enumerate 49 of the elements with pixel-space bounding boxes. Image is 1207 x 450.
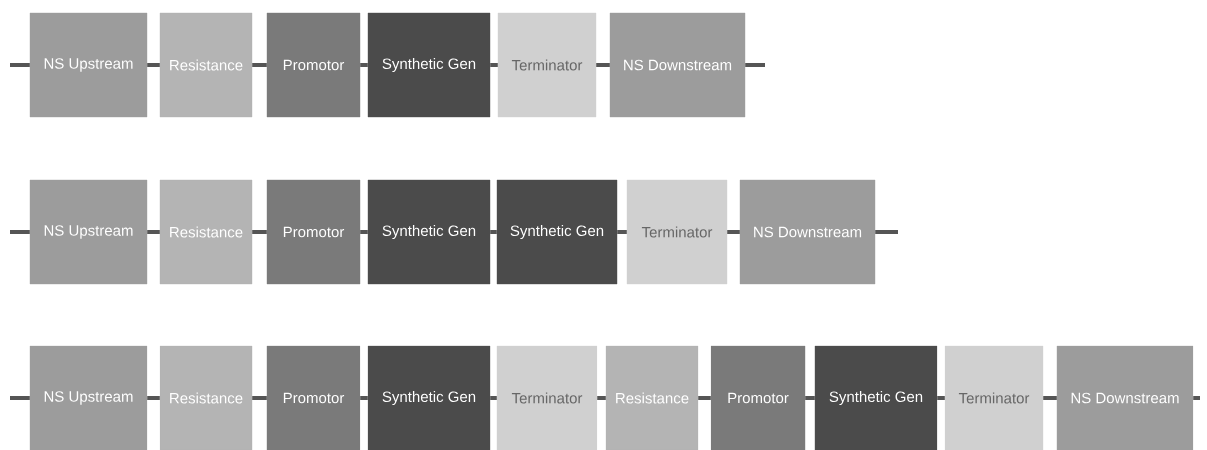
segment-box: Synthetic Gen <box>367 12 491 118</box>
connector-line <box>490 63 498 67</box>
connector-line <box>360 63 368 67</box>
connector-line <box>360 396 368 400</box>
segment-box: Synthetic Gen <box>496 179 618 285</box>
connector-line <box>727 230 740 234</box>
connector-line <box>360 230 368 234</box>
connector-line <box>490 396 497 400</box>
connector-line <box>10 63 30 67</box>
segment-box: Resistance <box>605 345 699 450</box>
connector-line <box>596 63 610 67</box>
connector-line <box>1193 396 1200 400</box>
connector-line <box>147 230 160 234</box>
connector-line <box>252 396 267 400</box>
segment-box: Promotor <box>266 179 361 285</box>
segment-box: Terminator <box>626 179 728 285</box>
connector-line <box>745 63 765 67</box>
connector-line <box>875 230 898 234</box>
connector-line <box>147 63 160 67</box>
segment-box: Resistance <box>159 12 253 118</box>
connector-line <box>252 230 267 234</box>
connector-line <box>597 396 606 400</box>
segment-box: Terminator <box>497 12 597 118</box>
segment-box: NS Downstream <box>609 12 746 118</box>
segment-box: NS Downstream <box>739 179 876 285</box>
segment-box: NS Downstream <box>1056 345 1194 450</box>
connector-line <box>1043 396 1057 400</box>
connector-line <box>10 230 30 234</box>
connector-line <box>698 396 711 400</box>
connector-line <box>252 63 267 67</box>
segment-box: Synthetic Gen <box>814 345 938 450</box>
connector-line <box>147 396 160 400</box>
connector-line <box>10 396 30 400</box>
segment-box: NS Upstream <box>29 345 148 450</box>
connector-line <box>937 396 945 400</box>
segment-box: NS Upstream <box>29 179 148 285</box>
segment-box: Synthetic Gen <box>367 345 491 450</box>
segment-box: Promotor <box>266 345 361 450</box>
segment-box: NS Upstream <box>29 12 148 118</box>
segment-box: Resistance <box>159 345 253 450</box>
segment-box: Promotor <box>710 345 806 450</box>
connector-line <box>490 230 497 234</box>
connector-line <box>617 230 627 234</box>
segment-box: Resistance <box>159 179 253 285</box>
segment-box: Synthetic Gen <box>367 179 491 285</box>
segment-box: Terminator <box>496 345 598 450</box>
connector-line <box>805 396 815 400</box>
segment-box: Terminator <box>944 345 1044 450</box>
segment-box: Promotor <box>266 12 361 118</box>
